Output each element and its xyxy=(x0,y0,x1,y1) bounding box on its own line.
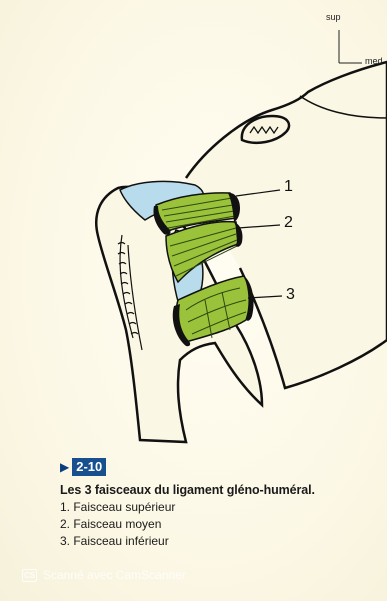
figure-caption: ▶ 2-10 Les 3 faisceaux du ligament gléno… xyxy=(60,458,380,550)
watermark-text: Scanné avec CamScanner xyxy=(43,568,186,582)
figure-tag: ▶ 2-10 xyxy=(60,458,380,476)
callout-number-3: 3 xyxy=(286,286,295,304)
orientation-axes xyxy=(339,30,362,63)
legend-item: 1. Faisceau supérieur xyxy=(60,499,380,516)
orientation-superior-label: sup xyxy=(326,12,341,22)
triangle-arrow-icon: ▶ xyxy=(60,461,69,473)
legend-item: 3. Faisceau inférieur xyxy=(60,533,380,550)
orientation-medial-label: med xyxy=(365,56,383,66)
caption-title: Les 3 faisceaux du ligament gléno-huméra… xyxy=(60,483,380,497)
camscanner-logo-icon: CS xyxy=(22,569,37,582)
figure-number: 2-10 xyxy=(72,458,106,476)
camscanner-watermark: CS Scanné avec CamScanner xyxy=(22,568,186,582)
callout-number-2: 2 xyxy=(284,214,293,232)
legend-item: 2. Faisceau moyen xyxy=(60,516,380,533)
legend-list: 1. Faisceau supérieur 2. Faisceau moyen … xyxy=(60,499,380,550)
callout-number-1: 1 xyxy=(284,178,293,196)
